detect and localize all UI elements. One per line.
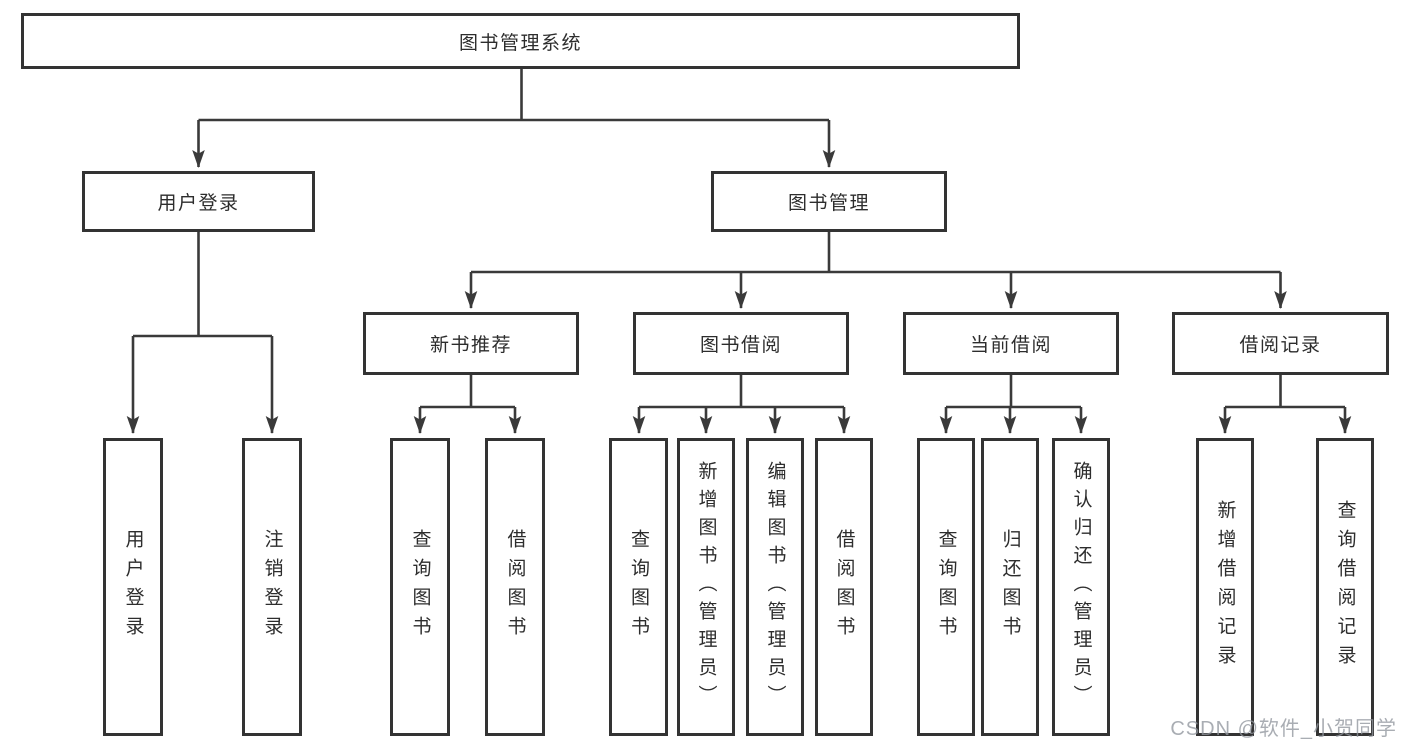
connectors-new-book-rec-children — [413, 375, 522, 434]
leaf-add-borrow-record: 新增借阅记录 — [1196, 438, 1254, 736]
leaf-user-login: 用户登录 — [103, 438, 163, 736]
leaf-return-book: 归还图书 — [981, 438, 1039, 736]
leaf-query-book-under-new-book-rec: 查询图书 — [390, 438, 450, 736]
node-book-mgmt-label: 图书管理 — [787, 193, 870, 214]
leaf-logout-label: 注销登录 — [261, 529, 283, 645]
node-book-borrow-label: 图书借阅 — [699, 335, 782, 356]
node-root: 图书管理系统 — [21, 13, 1020, 69]
leaf-query-book-label: 查询图书 — [628, 529, 649, 645]
leaf-query-book-label: 查询图书 — [409, 529, 431, 645]
connectors-user-login-children — [126, 232, 279, 434]
leaf-add-borrow-record-label: 新增借阅记录 — [1214, 500, 1236, 674]
leaf-logout: 注销登录 — [242, 438, 302, 736]
leaf-add-book-admin-label: 新增图书（管理员） — [695, 461, 717, 713]
leaf-query-borrow-record-label: 查询借阅记录 — [1334, 500, 1356, 674]
node-borrow-record-label: 借阅记录 — [1239, 335, 1322, 356]
leaf-edit-book-admin: 编辑图书（管理员） — [746, 438, 804, 736]
node-book-borrow: 图书借阅 — [633, 312, 849, 375]
connectors-book-mgmt-children — [464, 232, 1287, 309]
connectors-borrow-record-children — [1218, 375, 1352, 434]
leaf-borrow-book-under-new-book-rec: 借阅图书 — [485, 438, 545, 736]
connectors-book-borrow-children — [632, 375, 851, 434]
leaf-add-book-admin: 新增图书（管理员） — [677, 438, 735, 736]
node-user-login: 用户登录 — [82, 171, 315, 232]
node-new-book-rec-label: 新书推荐 — [429, 335, 512, 356]
leaf-edit-book-admin-label: 编辑图书（管理员） — [764, 461, 786, 713]
leaf-query-book-under-book-borrow: 查询图书 — [609, 438, 668, 736]
node-book-mgmt: 图书管理 — [711, 171, 947, 232]
leaf-borrow-book-label: 借阅图书 — [833, 529, 855, 645]
leaf-query-book-under-current-borrow: 查询图书 — [917, 438, 975, 736]
node-new-book-rec: 新书推荐 — [363, 312, 579, 375]
leaf-return-book-label: 归还图书 — [999, 529, 1021, 645]
node-current-borrow: 当前借阅 — [903, 312, 1119, 375]
leaf-query-book-label: 查询图书 — [935, 529, 957, 645]
node-root-label: 图书管理系统 — [458, 32, 582, 54]
node-borrow-record: 借阅记录 — [1172, 312, 1389, 375]
leaf-confirm-return-admin-label: 确认归还（管理员） — [1070, 461, 1092, 713]
leaf-user-login-label: 用户登录 — [122, 529, 144, 645]
csdn-watermark: CSDN @软件_小贺同学 — [1170, 718, 1397, 740]
leaf-borrow-book-under-book-borrow: 借阅图书 — [815, 438, 873, 736]
node-user-login-label: 用户登录 — [157, 193, 240, 214]
node-current-borrow-label: 当前借阅 — [969, 335, 1052, 356]
connectors-current-borrow-children — [939, 375, 1088, 434]
leaf-confirm-return-admin: 确认归还（管理员） — [1052, 438, 1110, 736]
leaf-borrow-book-label: 借阅图书 — [504, 529, 526, 645]
connectors-root-to-level2 — [192, 68, 836, 168]
leaf-query-borrow-record: 查询借阅记录 — [1316, 438, 1374, 736]
